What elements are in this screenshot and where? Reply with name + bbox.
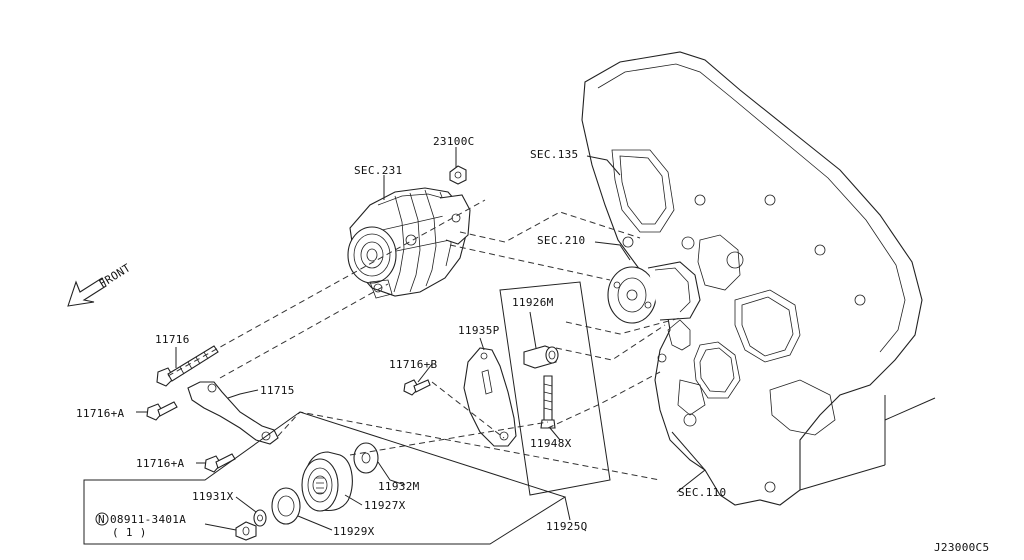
bolt-11716b — [403, 379, 431, 396]
nut-08911-3401a — [235, 521, 257, 541]
front-direction-arrow: FRONT — [67, 261, 133, 307]
label-sec210: SEC.210 — [537, 234, 585, 247]
label-nut-qty: ( 1 ) — [112, 526, 147, 539]
label-23100c: 23100C — [433, 135, 475, 148]
label-11715: 11715 — [260, 384, 295, 397]
nut-prefix-circle — [95, 512, 109, 526]
leader-lines — [136, 147, 706, 531]
label-11948x: 11948X — [530, 437, 572, 450]
alternator — [347, 165, 471, 299]
front-label: FRONT — [97, 261, 133, 290]
spacer-11929x — [271, 487, 301, 525]
idler-stud-11926m — [523, 345, 559, 369]
tensioner-bracket-11935p — [463, 347, 517, 447]
bolt-11948x — [540, 375, 556, 429]
label-11925q: 11925Q — [546, 520, 588, 533]
label-11716a-upper: 11716+A — [76, 407, 125, 420]
water-pump-assembly — [607, 236, 701, 324]
bolt-11716 — [156, 345, 219, 387]
bolt-11716a-upper — [146, 401, 178, 421]
label-11716b: 11716+B — [389, 358, 438, 371]
washer-11931x — [253, 509, 267, 527]
callout-labels: SEC.231 23100C SEC.135 SEC.210 SEC.110 1… — [76, 135, 989, 554]
washer-11932m — [353, 442, 379, 474]
label-11929x: 11929X — [333, 525, 375, 538]
bracket-11715 — [187, 381, 279, 445]
label-11926m: 11926M — [512, 296, 554, 309]
label-11716a-lower: 11716+A — [136, 457, 185, 470]
idler-pulley-11927x — [301, 451, 353, 512]
label-11932m: 11932M — [378, 480, 420, 493]
label-sec231: SEC.231 — [354, 164, 402, 177]
diagram-code: J23000C5 — [934, 541, 989, 554]
label-11935p: 11935P — [458, 324, 500, 337]
label-sec135: SEC.135 — [530, 148, 578, 161]
label-11931x: 11931X — [192, 490, 234, 503]
label-nut-prefix: N — [98, 513, 105, 526]
label-11927x: 11927X — [364, 499, 406, 512]
label-sec110: SEC.110 — [678, 486, 726, 499]
label-11716: 11716 — [155, 333, 190, 346]
label-nut-part: 08911-3401A — [110, 513, 186, 526]
